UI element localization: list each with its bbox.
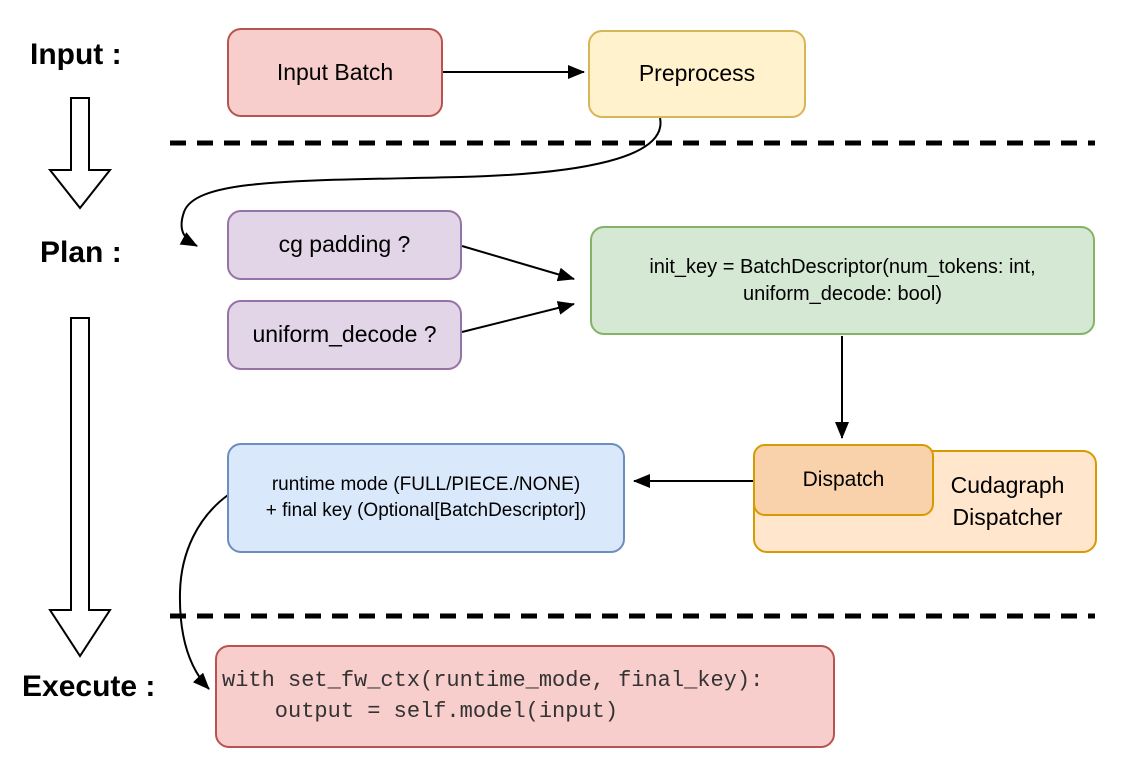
node-execute-code-text: with set_fw_ctx(runtime_mode, final_key)… [222, 667, 764, 724]
node-input-batch: Input Batch [227, 28, 443, 117]
down-arrow-icon-plan-to-execute [48, 317, 112, 658]
node-cg-padding: cg padding ? [227, 210, 462, 280]
node-dispatch: Dispatch [753, 444, 934, 516]
node-init-key: init_key = BatchDescriptor(num_tokens: i… [590, 226, 1095, 335]
node-runtime-mode-label: runtime mode (FULL/PIECE./NONE) + final … [265, 474, 587, 521]
edge-cg-padding-to-init-key [461, 245, 575, 282]
down-arrow-icon-input-to-plan [47, 97, 113, 210]
edge-uniform-decode-to-init-key [461, 301, 575, 333]
node-cg-padding-label: cg padding ? [278, 231, 411, 258]
stage-label-execute: Execute : [22, 670, 156, 703]
node-preprocess: Preprocess [588, 30, 806, 118]
node-uniform-decode: uniform_decode ? [227, 300, 462, 370]
stage-label-input: Input : [30, 38, 122, 71]
node-dispatch-label: Dispatch [802, 467, 885, 491]
node-init-key-label: init_key = BatchDescriptor(num_tokens: i… [649, 255, 1036, 305]
stage-label-plan: Plan : [40, 236, 122, 269]
node-cudagraph-dispatcher-label: Cudagraph Dispatcher [950, 472, 1065, 530]
node-input-batch-label: Input Batch [276, 58, 394, 85]
node-preprocess-label: Preprocess [638, 60, 756, 87]
node-execute-code: with set_fw_ctx(runtime_mode, final_key)… [215, 645, 835, 748]
node-uniform-decode-label: uniform_decode ? [252, 321, 437, 348]
node-runtime-mode: runtime mode (FULL/PIECE./NONE) + final … [227, 443, 625, 553]
